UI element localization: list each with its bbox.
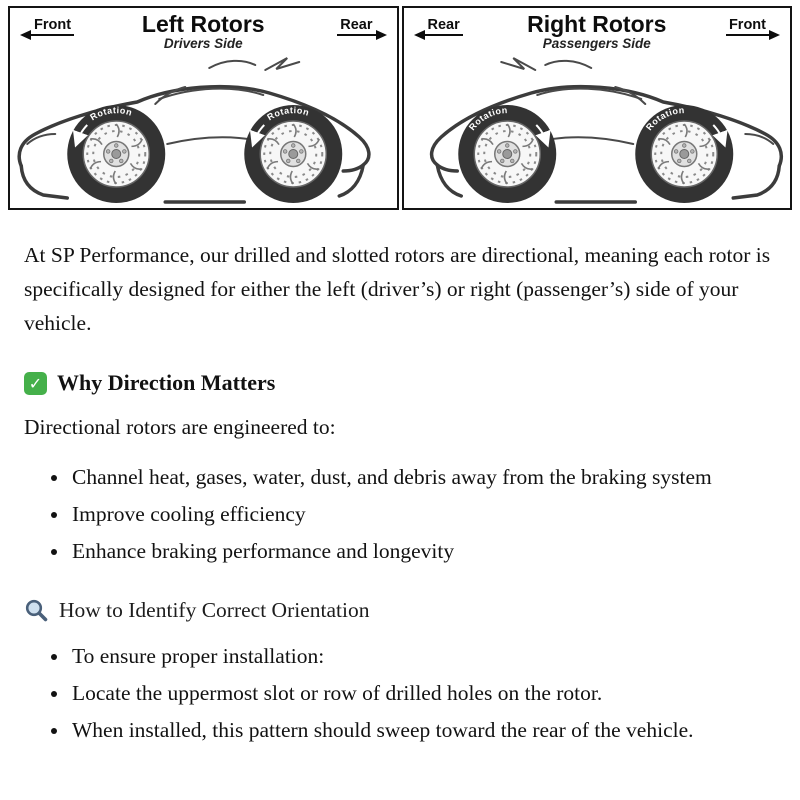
list-item: When installed, this pattern should swee… [70,713,776,747]
check-mark-icon: ✓ [24,371,47,395]
instructions-list: To ensure proper installation: Locate th… [24,639,776,747]
rear-wheel: Rotation [456,104,557,204]
arrow-right-icon [769,30,780,40]
article: At SP Performance, our drilled and slott… [0,220,800,770]
list-item: Channel heat, gases, water, dust, and de… [70,460,776,494]
arrow-left-icon [20,30,31,40]
panel-titles: Left Rotors Drivers Side [10,12,397,51]
page: Front Left Rotors Drivers Side Rear [0,6,800,770]
rear-direction-label: Rear [413,17,463,40]
panel-title: Right Rotors [527,11,667,37]
list-item: Locate the uppermost slot or row of dril… [70,676,776,710]
direction-text: Front [31,17,75,36]
intro-paragraph: At SP Performance, our drilled and slott… [24,243,771,335]
why-direction-heading: ✓ Why Direction Matters [24,370,776,396]
rotor-direction-diagram: Front Left Rotors Drivers Side Rear [8,6,792,210]
lead-paragraph: Directional rotors are engineered to: [24,415,336,439]
front-direction-label: Front [725,17,780,40]
rotation-arrow [535,124,551,148]
panel-subtitle: Passengers Side [542,36,651,52]
direction-text: Rear [424,17,463,36]
arrow-left-icon [413,30,425,40]
rotation-arrow [72,124,88,148]
front-direction-label: Front [20,17,75,40]
benefits-list: Channel heat, gases, water, dust, and de… [24,460,776,568]
arrow-right-icon [375,30,387,40]
panel-titles: Right Rotors Passengers Side [404,12,791,51]
list-item: Enhance braking performance and longevit… [70,534,776,568]
heading-text: How to Identify Correct Orientation [59,598,370,622]
front-wheel: Rotation [66,104,167,204]
identify-orientation-heading: How to Identify Correct Orientation [24,598,776,623]
rotation-arrow [249,124,265,148]
front-wheel: Rotation [633,104,734,204]
direction-text: Front [725,17,769,36]
panel-subtitle: Drivers Side [163,36,243,52]
left-rotors-panel: Front Left Rotors Drivers Side Rear [8,6,399,210]
panel-header: Rear Right Rotors Passengers Side Front [404,8,791,52]
list-item: To ensure proper installation: [70,639,776,673]
rear-wheel: Rotation [243,104,344,204]
car-illustration-right: Rotation Rotation [429,57,783,204]
heading-text: Why Direction Matters [57,370,276,395]
rotation-arrow [712,124,728,148]
panel-header: Front Left Rotors Drivers Side Rear [10,8,397,52]
rear-direction-label: Rear [337,17,387,40]
direction-text: Rear [337,17,376,36]
magnifying-glass-icon [25,599,48,622]
list-item: Improve cooling efficiency [70,497,776,531]
car-body [429,57,783,204]
panel-title: Left Rotors [141,11,265,37]
right-rotors-panel: Rear Right Rotors Passengers Side Front [401,6,792,210]
car-illustration-left: Rotation Rotation [17,57,371,204]
